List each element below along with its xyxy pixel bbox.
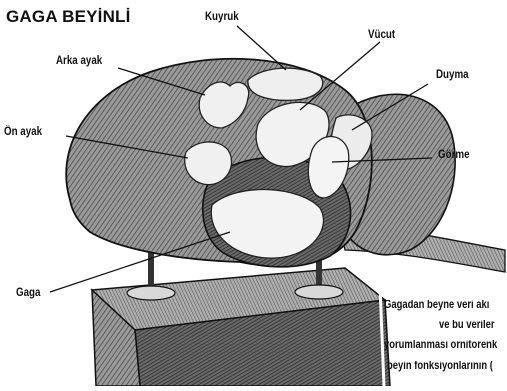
caption-line-3: yorumlanması ornitorenk xyxy=(384,340,497,352)
caption-line-1: Gagadan beyne veri akı xyxy=(384,300,489,312)
label-gorme: Görme xyxy=(438,150,470,162)
label-kuyruk: Kuyruk xyxy=(205,12,239,24)
label-duyma: Duyma xyxy=(436,70,469,82)
diagram-title: GAGA BEYİNLİ xyxy=(6,8,131,25)
label-gaga: Gaga xyxy=(16,288,40,300)
caption-line-4: beyin fonksiyonlarının ( xyxy=(387,361,493,373)
label-vucut: Vücut xyxy=(368,30,395,42)
stand xyxy=(92,268,390,386)
label-arka-ayak: Arka ayak xyxy=(56,56,102,68)
label-on-ayak: Ön ayak xyxy=(4,127,42,139)
region-kuyruk xyxy=(248,68,323,100)
caption-line-2: ve bu veriler xyxy=(439,320,495,332)
region-on-ayak xyxy=(185,142,232,185)
